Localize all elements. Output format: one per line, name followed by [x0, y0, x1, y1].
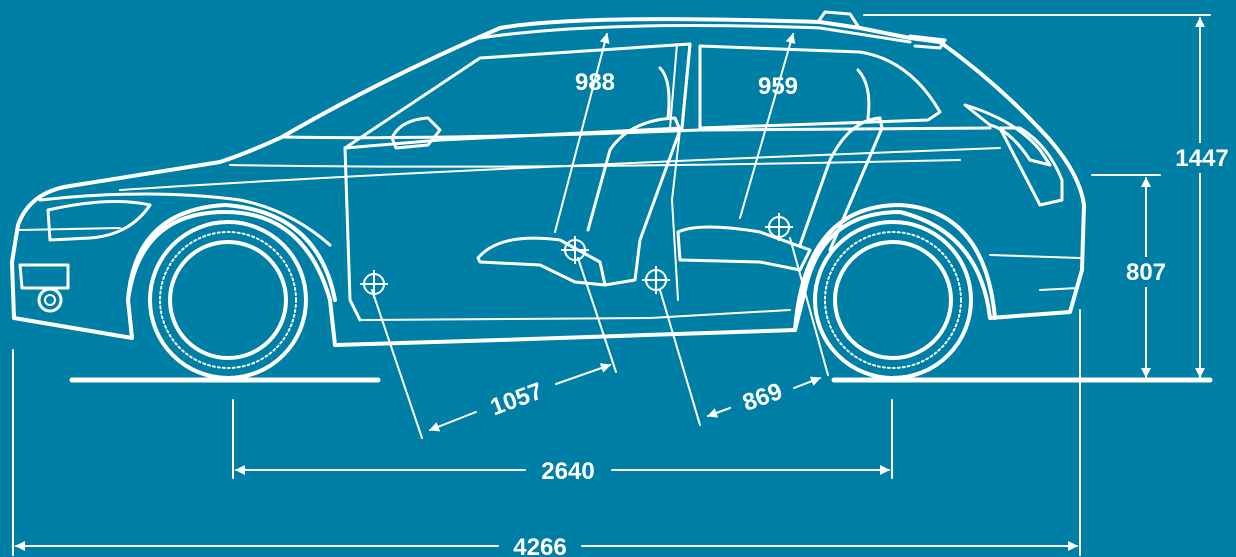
overall-length-label: 4266 [513, 534, 566, 557]
seats [476, 66, 884, 287]
car-body [10, 10, 1086, 347]
rear-legroom-label: 869 [739, 378, 786, 417]
front-wheel [148, 220, 308, 380]
rear-height-label: 807 [1126, 259, 1166, 286]
front-legroom-label: 1057 [487, 378, 546, 422]
wheelbase-label: 2640 [541, 458, 594, 485]
headroom-rear-label: 959 [758, 73, 798, 100]
overall-height-label: 1447 [1175, 145, 1228, 172]
reference-points [360, 213, 793, 298]
headroom-front-label: 988 [575, 69, 615, 96]
rear-wheel [813, 220, 973, 380]
